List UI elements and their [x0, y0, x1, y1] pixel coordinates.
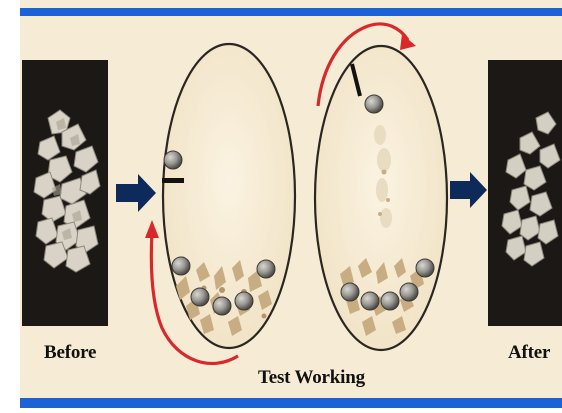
top-blue-border — [20, 8, 562, 16]
drum-right — [315, 46, 447, 350]
after-label: After — [508, 342, 550, 364]
before-label: Before — [44, 342, 96, 364]
drum-left — [162, 44, 295, 348]
bottom-blue-border — [20, 398, 562, 408]
test-working-label: Test Working — [258, 367, 365, 389]
drum-left-shelf — [162, 178, 184, 183]
left-white-margin — [0, 0, 20, 408]
before-aggregate-photo — [22, 60, 108, 326]
after-aggregate-photo — [488, 60, 562, 326]
